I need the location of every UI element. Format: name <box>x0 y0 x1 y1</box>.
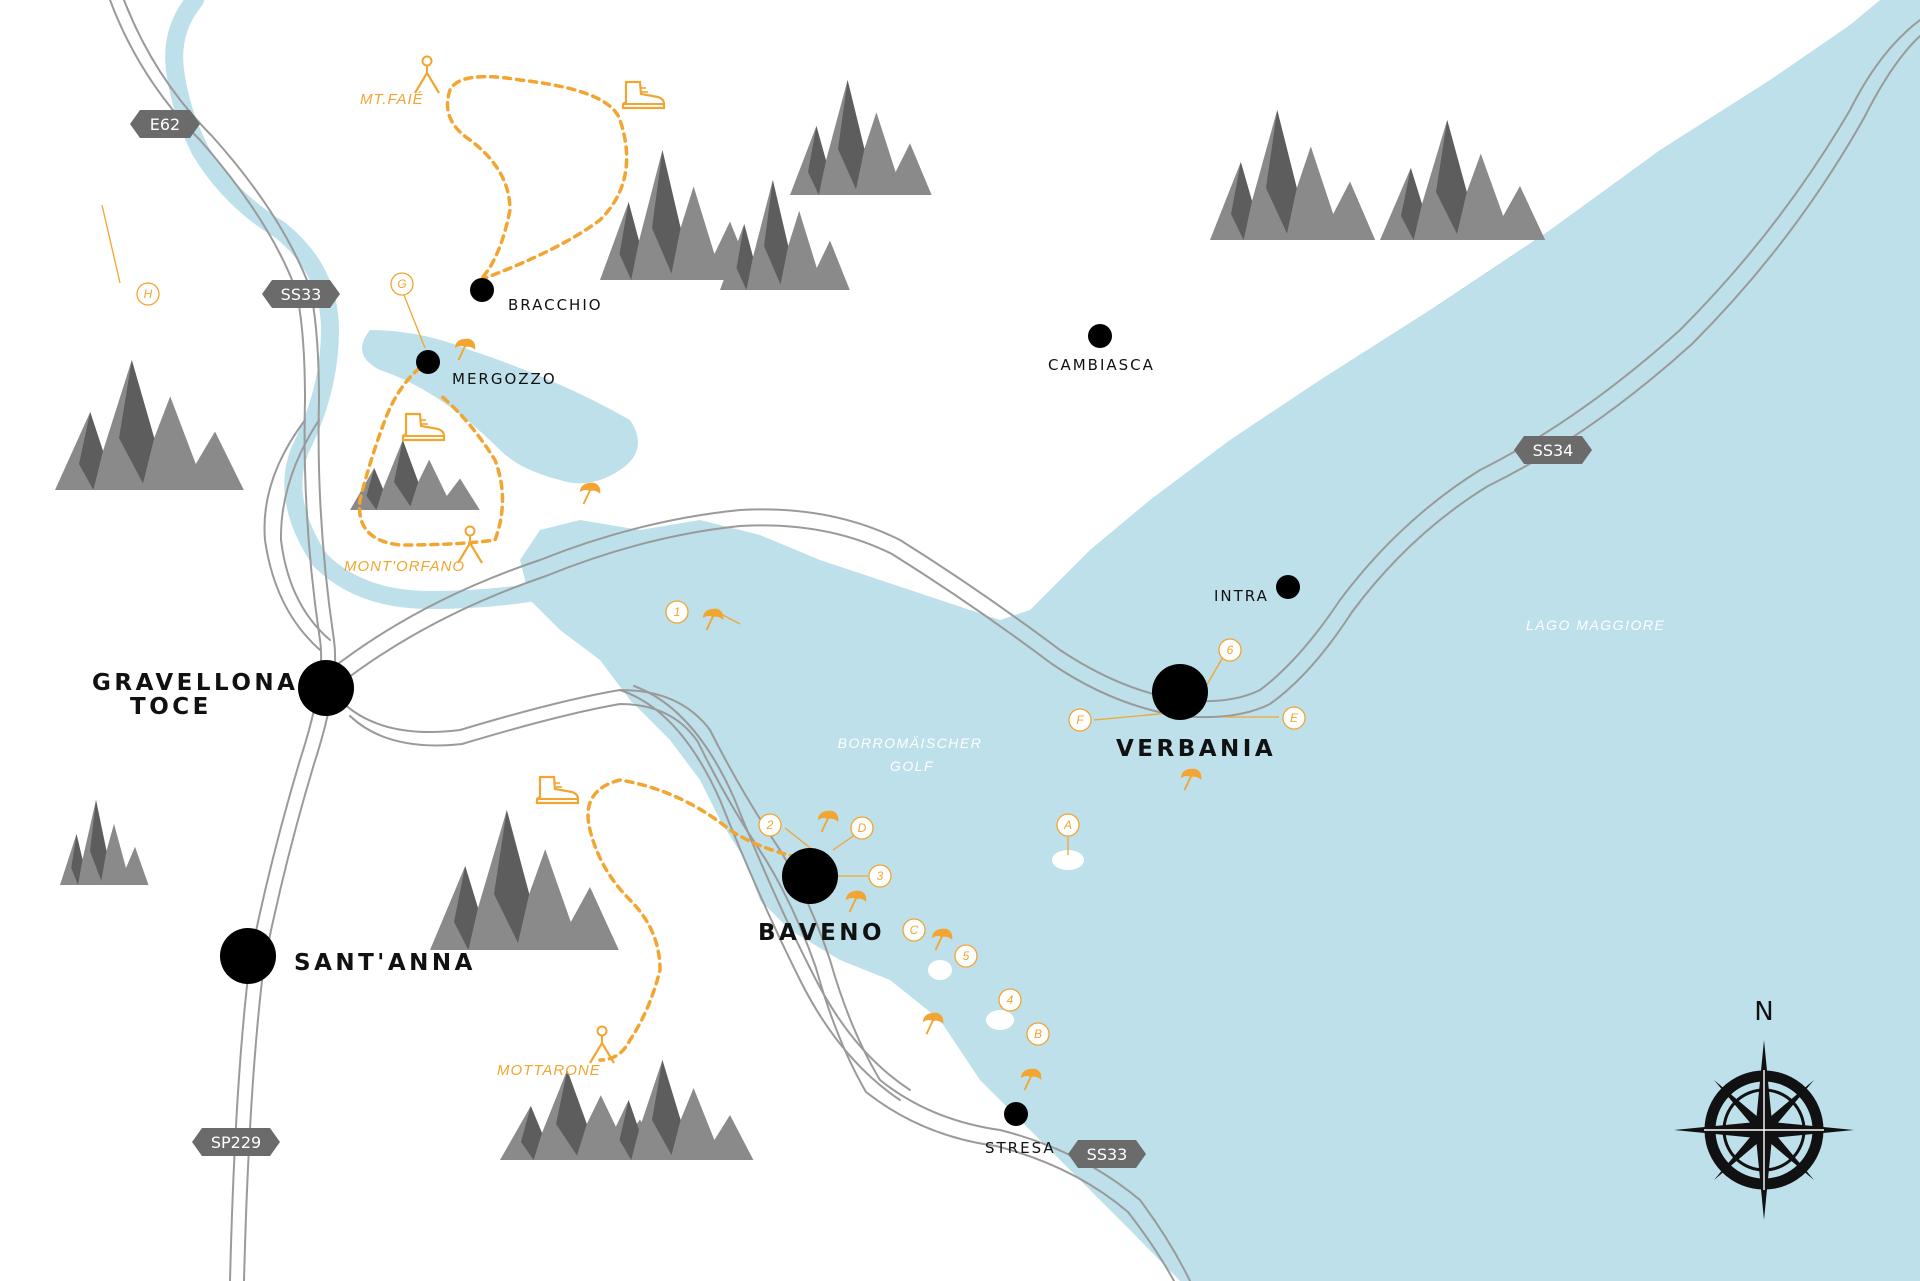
marker-label: B <box>1034 1027 1042 1041</box>
beach-umbrella-icon <box>921 1011 945 1036</box>
label-gulf-2: GOLF <box>890 758 934 774</box>
town-dot-intra <box>1276 575 1300 599</box>
town-dot-baveno <box>782 848 838 904</box>
marker-label: 4 <box>1007 993 1014 1007</box>
marker-3-icon <box>868 864 892 888</box>
hiking-boot-icon <box>621 80 666 110</box>
label-gravellona-1: GRAVELLONA <box>92 670 298 696</box>
label-cambiasca: CAMBIASCA <box>1048 356 1155 374</box>
hiking-boot-icon <box>535 775 580 805</box>
svg-text:SS33: SS33 <box>1087 1145 1128 1164</box>
label-gravellona-2: TOCE <box>130 694 212 720</box>
town-dot-santanna <box>220 928 276 984</box>
markers <box>101 204 1306 1046</box>
islands <box>928 850 1084 1030</box>
marker-label: C <box>910 923 919 937</box>
marker-1-icon <box>665 600 689 624</box>
town-dot-bracchio <box>470 278 494 302</box>
svg-text:SP229: SP229 <box>211 1133 261 1152</box>
marker-d-icon <box>850 816 874 840</box>
marker-label: E <box>1290 711 1299 725</box>
label-verbania: VERBANIA <box>1116 736 1276 762</box>
road-shields: E62 SS33 SS34 SS33 SP229 <box>130 110 1592 1168</box>
marker-label: 2 <box>766 818 774 832</box>
town-dot-mergozzo <box>416 350 440 374</box>
marker-label: H <box>144 287 153 301</box>
label-mont-orfano: MONT'ORFANO <box>344 558 465 575</box>
town-dot-stresa <box>1004 1102 1028 1126</box>
compass-north-label: N <box>1754 997 1773 1027</box>
label-stresa: STRESA <box>985 1139 1056 1157</box>
marker-label: 6 <box>1227 643 1234 657</box>
hiking-trails <box>357 74 812 1062</box>
town-dot-verbania <box>1152 664 1208 720</box>
marker-labels: G H 1 2 D 3 C 5 4 B A 6 F E <box>144 277 1299 1041</box>
trail-mt-faie <box>445 74 629 282</box>
shield-ss34: SS34 <box>1514 436 1592 464</box>
marker-a-icon <box>1056 813 1080 837</box>
marker-g-icon <box>390 272 414 296</box>
marker-2-icon <box>758 813 782 837</box>
label-santanna: SANT'ANNA <box>294 950 476 976</box>
marker-5-icon <box>954 944 978 968</box>
town-dot-cambiasca <box>1088 324 1112 348</box>
town-labels: BRACCHIO MERGOZZO CAMBIASCA INTRA STRESA… <box>92 296 1276 1157</box>
marker-label: 1 <box>674 605 681 619</box>
shield-e62: E62 <box>130 110 200 138</box>
marker-label: D <box>858 821 867 835</box>
lake-maggiore <box>520 0 1920 1281</box>
shield-ss33-north: SS33 <box>262 280 340 308</box>
marker-6-icon <box>1218 638 1242 662</box>
marker-label: 5 <box>963 949 970 963</box>
marker-label: F <box>1076 713 1084 727</box>
marker-h-icon <box>136 282 160 306</box>
compass-rose-icon <box>1674 1040 1854 1220</box>
label-baveno: BAVENO <box>758 920 885 946</box>
peak-labels: MT.FAIÉ MONT'ORFANO MOTTARONE <box>344 91 601 1079</box>
label-bracchio: BRACCHIO <box>508 296 603 314</box>
trail-mont-orfano <box>357 358 505 547</box>
label-mt-faie: MT.FAIÉ <box>360 91 424 108</box>
marker-e-icon <box>1282 706 1306 730</box>
label-gulf-1: BORROMÄISCHER <box>838 735 983 751</box>
marker-f-icon <box>1068 708 1092 732</box>
shield-ss33-south: SS33 <box>1068 1140 1146 1168</box>
marker-label: A <box>1063 818 1072 832</box>
marker-4-icon <box>998 988 1022 1012</box>
shield-sp229: SP229 <box>192 1128 280 1156</box>
marker-label: 3 <box>877 869 884 883</box>
svg-text:E62: E62 <box>150 115 180 134</box>
marker-label: G <box>397 277 406 291</box>
beach-umbrella-icon <box>578 481 602 506</box>
svg-text:SS33: SS33 <box>281 285 322 304</box>
marker-b-icon <box>1026 1022 1050 1046</box>
hiker-peak-icon <box>588 1025 616 1065</box>
town-dot-gravellona <box>298 660 354 716</box>
label-mergozzo: MERGOZZO <box>452 370 557 388</box>
svg-text:SS34: SS34 <box>1533 441 1574 460</box>
town-dots <box>220 278 1300 1126</box>
label-mottarone: MOTTARONE <box>497 1062 601 1079</box>
hiking-boot-icon <box>401 412 446 442</box>
trail-mottarone <box>586 778 812 1062</box>
marker-c-icon <box>902 918 926 942</box>
label-intra: INTRA <box>1214 587 1269 605</box>
hiker-peak-icon <box>413 55 441 95</box>
label-lago-maggiore: LAGO MAGGIORE <box>1526 617 1665 633</box>
water-labels: LAGO MAGGIORE BORROMÄISCHER GOLF <box>838 617 1665 774</box>
